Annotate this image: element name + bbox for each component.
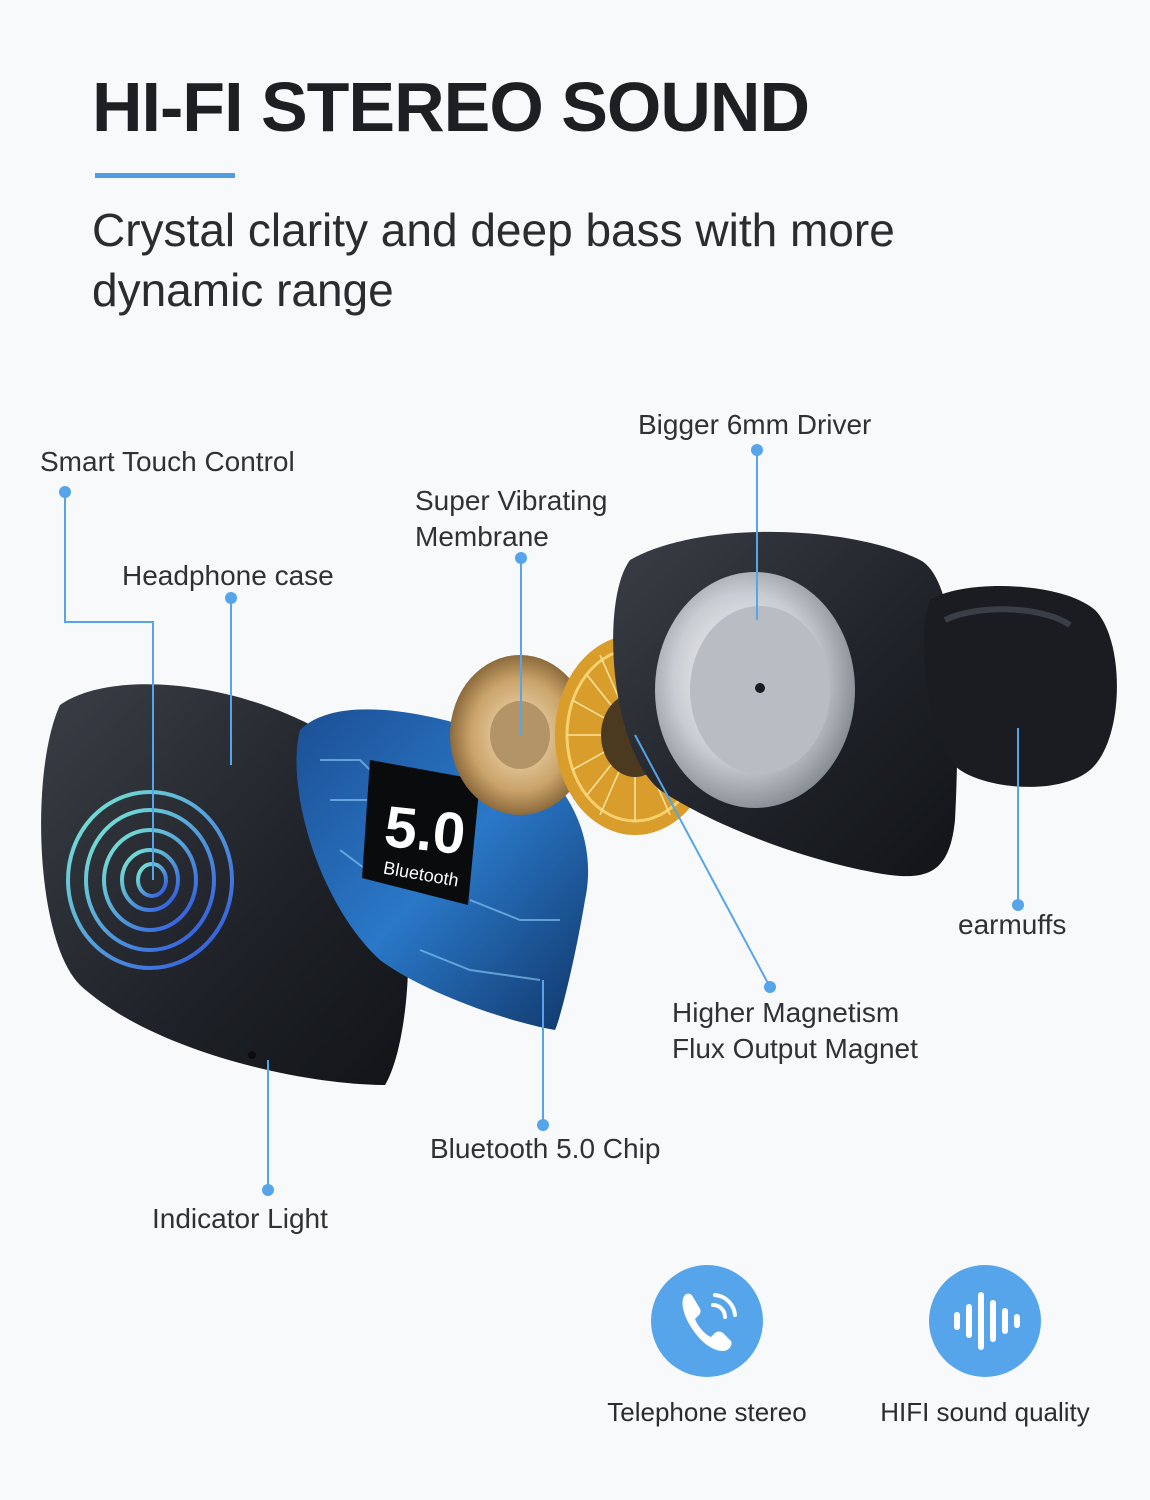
label-chip: Bluetooth 5.0 Chip <box>430 1133 661 1164</box>
label-smart-touch: Smart Touch Control <box>40 446 295 477</box>
label-headphone-case: Headphone case <box>122 560 334 591</box>
feature-hifi-sound: HIFI sound quality <box>855 1265 1115 1428</box>
driver-housing <box>613 531 958 877</box>
label-membrane: Super Vibrating Membrane <box>415 483 608 555</box>
label-membrane-line2: Membrane <box>415 521 549 552</box>
callout-dots <box>59 444 1024 1196</box>
feature-label-hifi: HIFI sound quality <box>880 1397 1090 1427</box>
label-magnet: Higher Magnetism Flux Output Magnet <box>672 995 918 1067</box>
earmuff-tip <box>924 586 1117 787</box>
phone-sound-icon <box>651 1265 763 1377</box>
label-magnet-line2: Flux Output Magnet <box>672 1033 918 1064</box>
callout-lines <box>64 450 1019 1190</box>
label-earmuffs: earmuffs <box>958 909 1067 940</box>
chip-version-text: 5.0 <box>382 794 469 867</box>
fingerprint-icon <box>66 790 234 970</box>
label-driver: Bigger 6mm Driver <box>638 409 872 440</box>
label-membrane-line1: Super Vibrating <box>415 485 608 516</box>
feature-telephone-stereo: Telephone stereo <box>577 1265 837 1428</box>
label-magnet-line1: Higher Magnetism <box>672 997 900 1028</box>
title-underline <box>95 173 235 178</box>
label-indicator: Indicator Light <box>152 1203 328 1234</box>
page-title: HI-FI STEREO SOUND <box>92 68 810 146</box>
page-subtitle: Crystal clarity and deep bass with more … <box>92 204 895 316</box>
sound-wave-icon <box>929 1265 1041 1377</box>
feature-label-telephone: Telephone stereo <box>607 1397 807 1427</box>
